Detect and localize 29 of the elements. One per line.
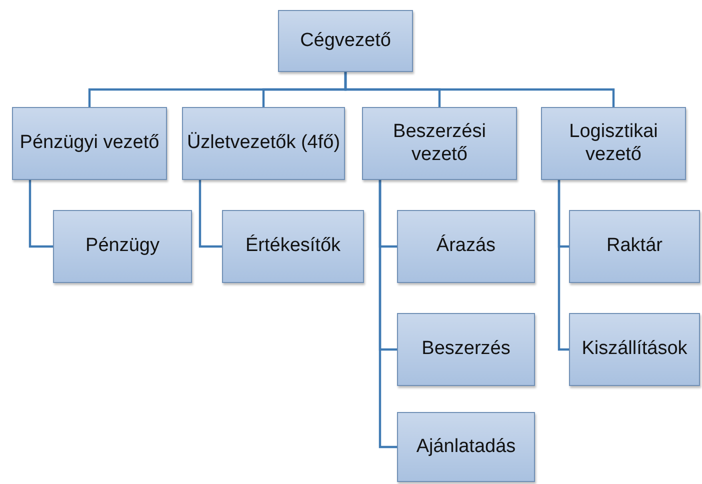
org-box bbox=[278, 10, 413, 72]
box-label: Cégvezető bbox=[300, 30, 391, 52]
box-label: Árazás bbox=[436, 235, 496, 258]
connector-line bbox=[378, 180, 397, 448]
box-label: Beszerzés bbox=[422, 338, 510, 361]
box-label: Logisztikai vezető bbox=[568, 120, 659, 166]
org-box bbox=[397, 313, 535, 386]
connector-line bbox=[198, 180, 222, 248]
box-label: Beszerzési vezető bbox=[392, 120, 487, 166]
org-box bbox=[569, 210, 700, 283]
box-label: Kiszállítások bbox=[582, 338, 688, 361]
box-label: Raktár bbox=[606, 235, 662, 258]
box-label: Ajánlatadás bbox=[416, 436, 516, 458]
org-box bbox=[397, 210, 535, 283]
box-label: Üzletvezetők (4fő) bbox=[186, 132, 340, 155]
box-label: Értékesítők bbox=[245, 235, 341, 258]
box-label: Pénzügyi vezető bbox=[20, 132, 160, 155]
org-box bbox=[541, 107, 686, 180]
org-box bbox=[182, 107, 345, 180]
connector-line bbox=[558, 180, 569, 351]
org-box bbox=[53, 210, 192, 283]
org-box bbox=[222, 210, 364, 283]
box-label: Pénzügy bbox=[86, 235, 160, 258]
org-box bbox=[362, 107, 517, 180]
connector-line bbox=[344, 72, 615, 107]
org-box bbox=[12, 107, 167, 180]
connector-line bbox=[28, 180, 53, 248]
org-box bbox=[569, 313, 700, 386]
org-box bbox=[397, 412, 535, 482]
